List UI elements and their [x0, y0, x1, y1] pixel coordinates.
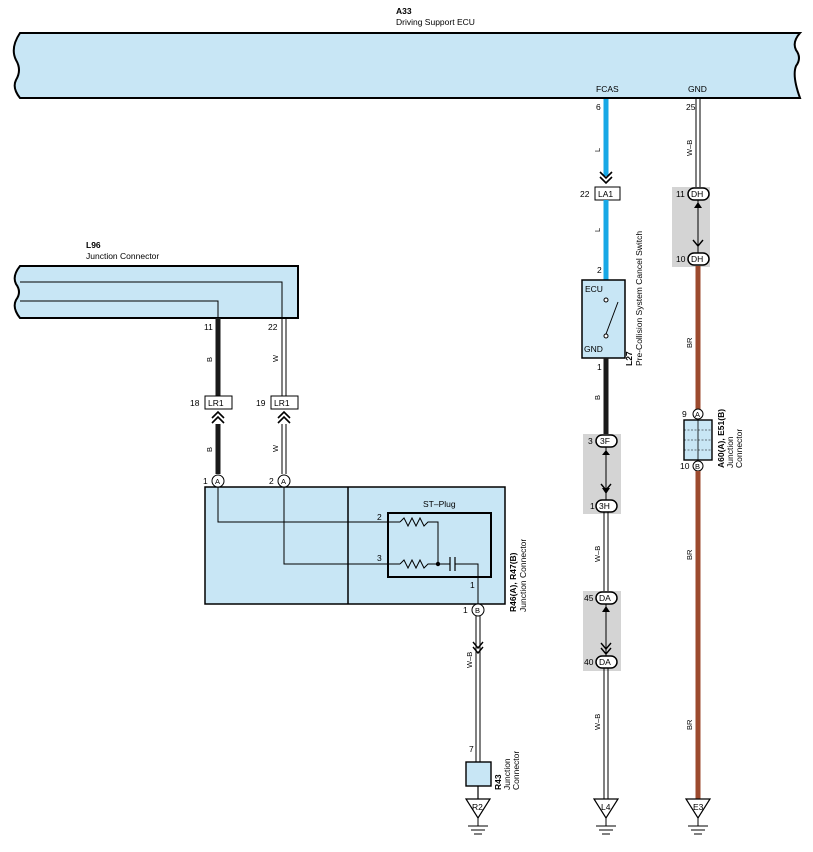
- r46-mark-b: B: [475, 606, 480, 615]
- r43-name2: Connector: [511, 751, 521, 790]
- r46-name: Junction Connector: [518, 539, 528, 612]
- stplug-pin-out: 1: [470, 580, 475, 590]
- r43-pin: 7: [469, 744, 474, 754]
- da-bottom-label: DA: [599, 657, 611, 667]
- l96-name: Junction Connector: [86, 251, 159, 261]
- dh-bottom-pin: 10: [676, 254, 686, 264]
- l96-pin-b: 11: [204, 322, 213, 332]
- wire-label-b-3: B: [593, 395, 602, 400]
- connector-lr1-right: LR1 19: [256, 395, 299, 424]
- a60-pin-bottom: 10: [680, 461, 690, 471]
- l96-pin-w: 22: [268, 322, 278, 332]
- r46-id: R46(A), R47(B): [508, 552, 518, 612]
- a60-id: A60(A), E51(B): [716, 409, 726, 468]
- stplug-pin-2: 2: [377, 512, 382, 522]
- wire-label-br-3: BR: [685, 719, 694, 730]
- l27-pin-top: 2: [597, 265, 602, 275]
- a60-mark-top: A: [695, 410, 700, 419]
- l27-ecu-label: ECU: [585, 284, 603, 294]
- ecu-pin-fcas: FCAS: [596, 84, 619, 94]
- l27-gnd-label: GND: [584, 344, 603, 354]
- junction-a60-e51: A 9 B 10 A60(A), E51(B) Junction Connect…: [680, 408, 744, 472]
- lr1-right-label: LR1: [274, 398, 290, 408]
- ecu-id: A33: [396, 6, 412, 16]
- ground-r2-label: R2: [472, 802, 483, 812]
- ground-e3-label: E3: [693, 802, 704, 812]
- junction-l96: L96 Junction Connector 11 22: [13, 240, 299, 332]
- 3f-label: 3F: [600, 436, 610, 446]
- l27-pin-bottom: 1: [597, 362, 602, 372]
- ecu-name: Driving Support ECU: [396, 17, 475, 27]
- la1-label: LA1: [598, 189, 613, 199]
- ground-l4: L4: [592, 798, 620, 835]
- dh-bottom-label: DH: [691, 254, 703, 264]
- r46-pin-a2: 2: [269, 476, 274, 486]
- wire-label-wb-center-1: W–B: [593, 546, 602, 562]
- stplug-pin-3: 3: [377, 553, 382, 563]
- 3h-pin: 1: [590, 501, 595, 511]
- fcas-pin-num: 6: [596, 102, 601, 112]
- lr1-right-pin: 19: [256, 398, 266, 408]
- dh-top-label: DH: [691, 189, 703, 199]
- fcas-wire: 6 L LA1 22 L: [580, 99, 621, 281]
- ground-l4-label: L4: [601, 802, 611, 812]
- 3h-label: 3H: [599, 501, 610, 511]
- wire-label-wb-right: W–B: [685, 140, 694, 156]
- lr1-left-label: LR1: [208, 398, 224, 408]
- l27-id: L27: [624, 351, 634, 366]
- a60-pin-top: 9: [682, 409, 687, 419]
- l27-name: Pre-Collision System Cancel Switch: [634, 231, 644, 366]
- r46-pin-a1: 1: [203, 476, 208, 486]
- da-top-label: DA: [599, 593, 611, 603]
- stplug-label: ST–Plug: [423, 499, 456, 509]
- connector-3f-3h: 3F 3 3H 1: [583, 434, 621, 514]
- lr1-left-pin: 18: [190, 398, 200, 408]
- a60-name2: Connector: [734, 429, 744, 468]
- wire-label-l-2: L: [593, 228, 602, 232]
- r43-name1: Junction: [502, 758, 512, 790]
- wire-wb-center-2: W–B: [593, 668, 609, 800]
- switch-l27: 2 ECU GND L27 Pre-Collision System Cance…: [581, 231, 644, 372]
- a60-mark-bottom: B: [695, 462, 700, 471]
- junction-r46-r47: A 1 A 2 ST–Plug 2 3 1 R46(A), R47(B) Jun…: [203, 474, 528, 617]
- wire-label-b-2: B: [205, 447, 214, 452]
- junction-r43: 7 R43 Junction Connector: [465, 744, 521, 800]
- gnd-pin-num: 25: [686, 102, 696, 112]
- da-bottom-pin: 40: [584, 657, 594, 667]
- r46-mark-a-2: A: [281, 477, 286, 486]
- wire-label-wb-center-2: W–B: [593, 714, 602, 730]
- wire-label-b-1: B: [205, 357, 214, 362]
- r43-id: R43: [493, 774, 503, 790]
- wire-wb-left: W–B: [465, 616, 484, 762]
- la1-pin: 22: [580, 189, 590, 199]
- wire-label-br-2: BR: [685, 549, 694, 560]
- da-top-pin: 45: [584, 593, 594, 603]
- dh-top-pin: 11: [676, 189, 685, 199]
- l96-id: L96: [86, 240, 101, 250]
- wire-label-wb-left: W–B: [465, 652, 474, 668]
- wire-label-l-1: L: [593, 148, 602, 152]
- gnd-wire: 25 W–B: [685, 99, 701, 190]
- connector-lr1-left: LR1 18: [190, 395, 233, 424]
- 3f-pin: 3: [588, 436, 593, 446]
- r46-pin-b1: 1: [463, 605, 468, 615]
- r46-mark-a-1: A: [215, 477, 220, 486]
- wire-label-w-1: W: [271, 354, 280, 362]
- wire-label-br-1: BR: [685, 337, 694, 348]
- wire-label-w-2: W: [271, 444, 280, 452]
- ecu-pin-gnd: GND: [688, 84, 707, 94]
- connector-da: DA 45 DA 40: [583, 591, 621, 671]
- wire-wb-center-1: W–B: [593, 512, 609, 592]
- ground-e3: E3: [684, 798, 712, 835]
- connector-dh: DH 11 DH 10: [672, 187, 710, 267]
- a60-name1: Junction: [725, 436, 735, 468]
- ground-r2: R2: [464, 798, 492, 835]
- ecu-a33: A33 Driving Support ECU FCAS GND: [12, 6, 803, 99]
